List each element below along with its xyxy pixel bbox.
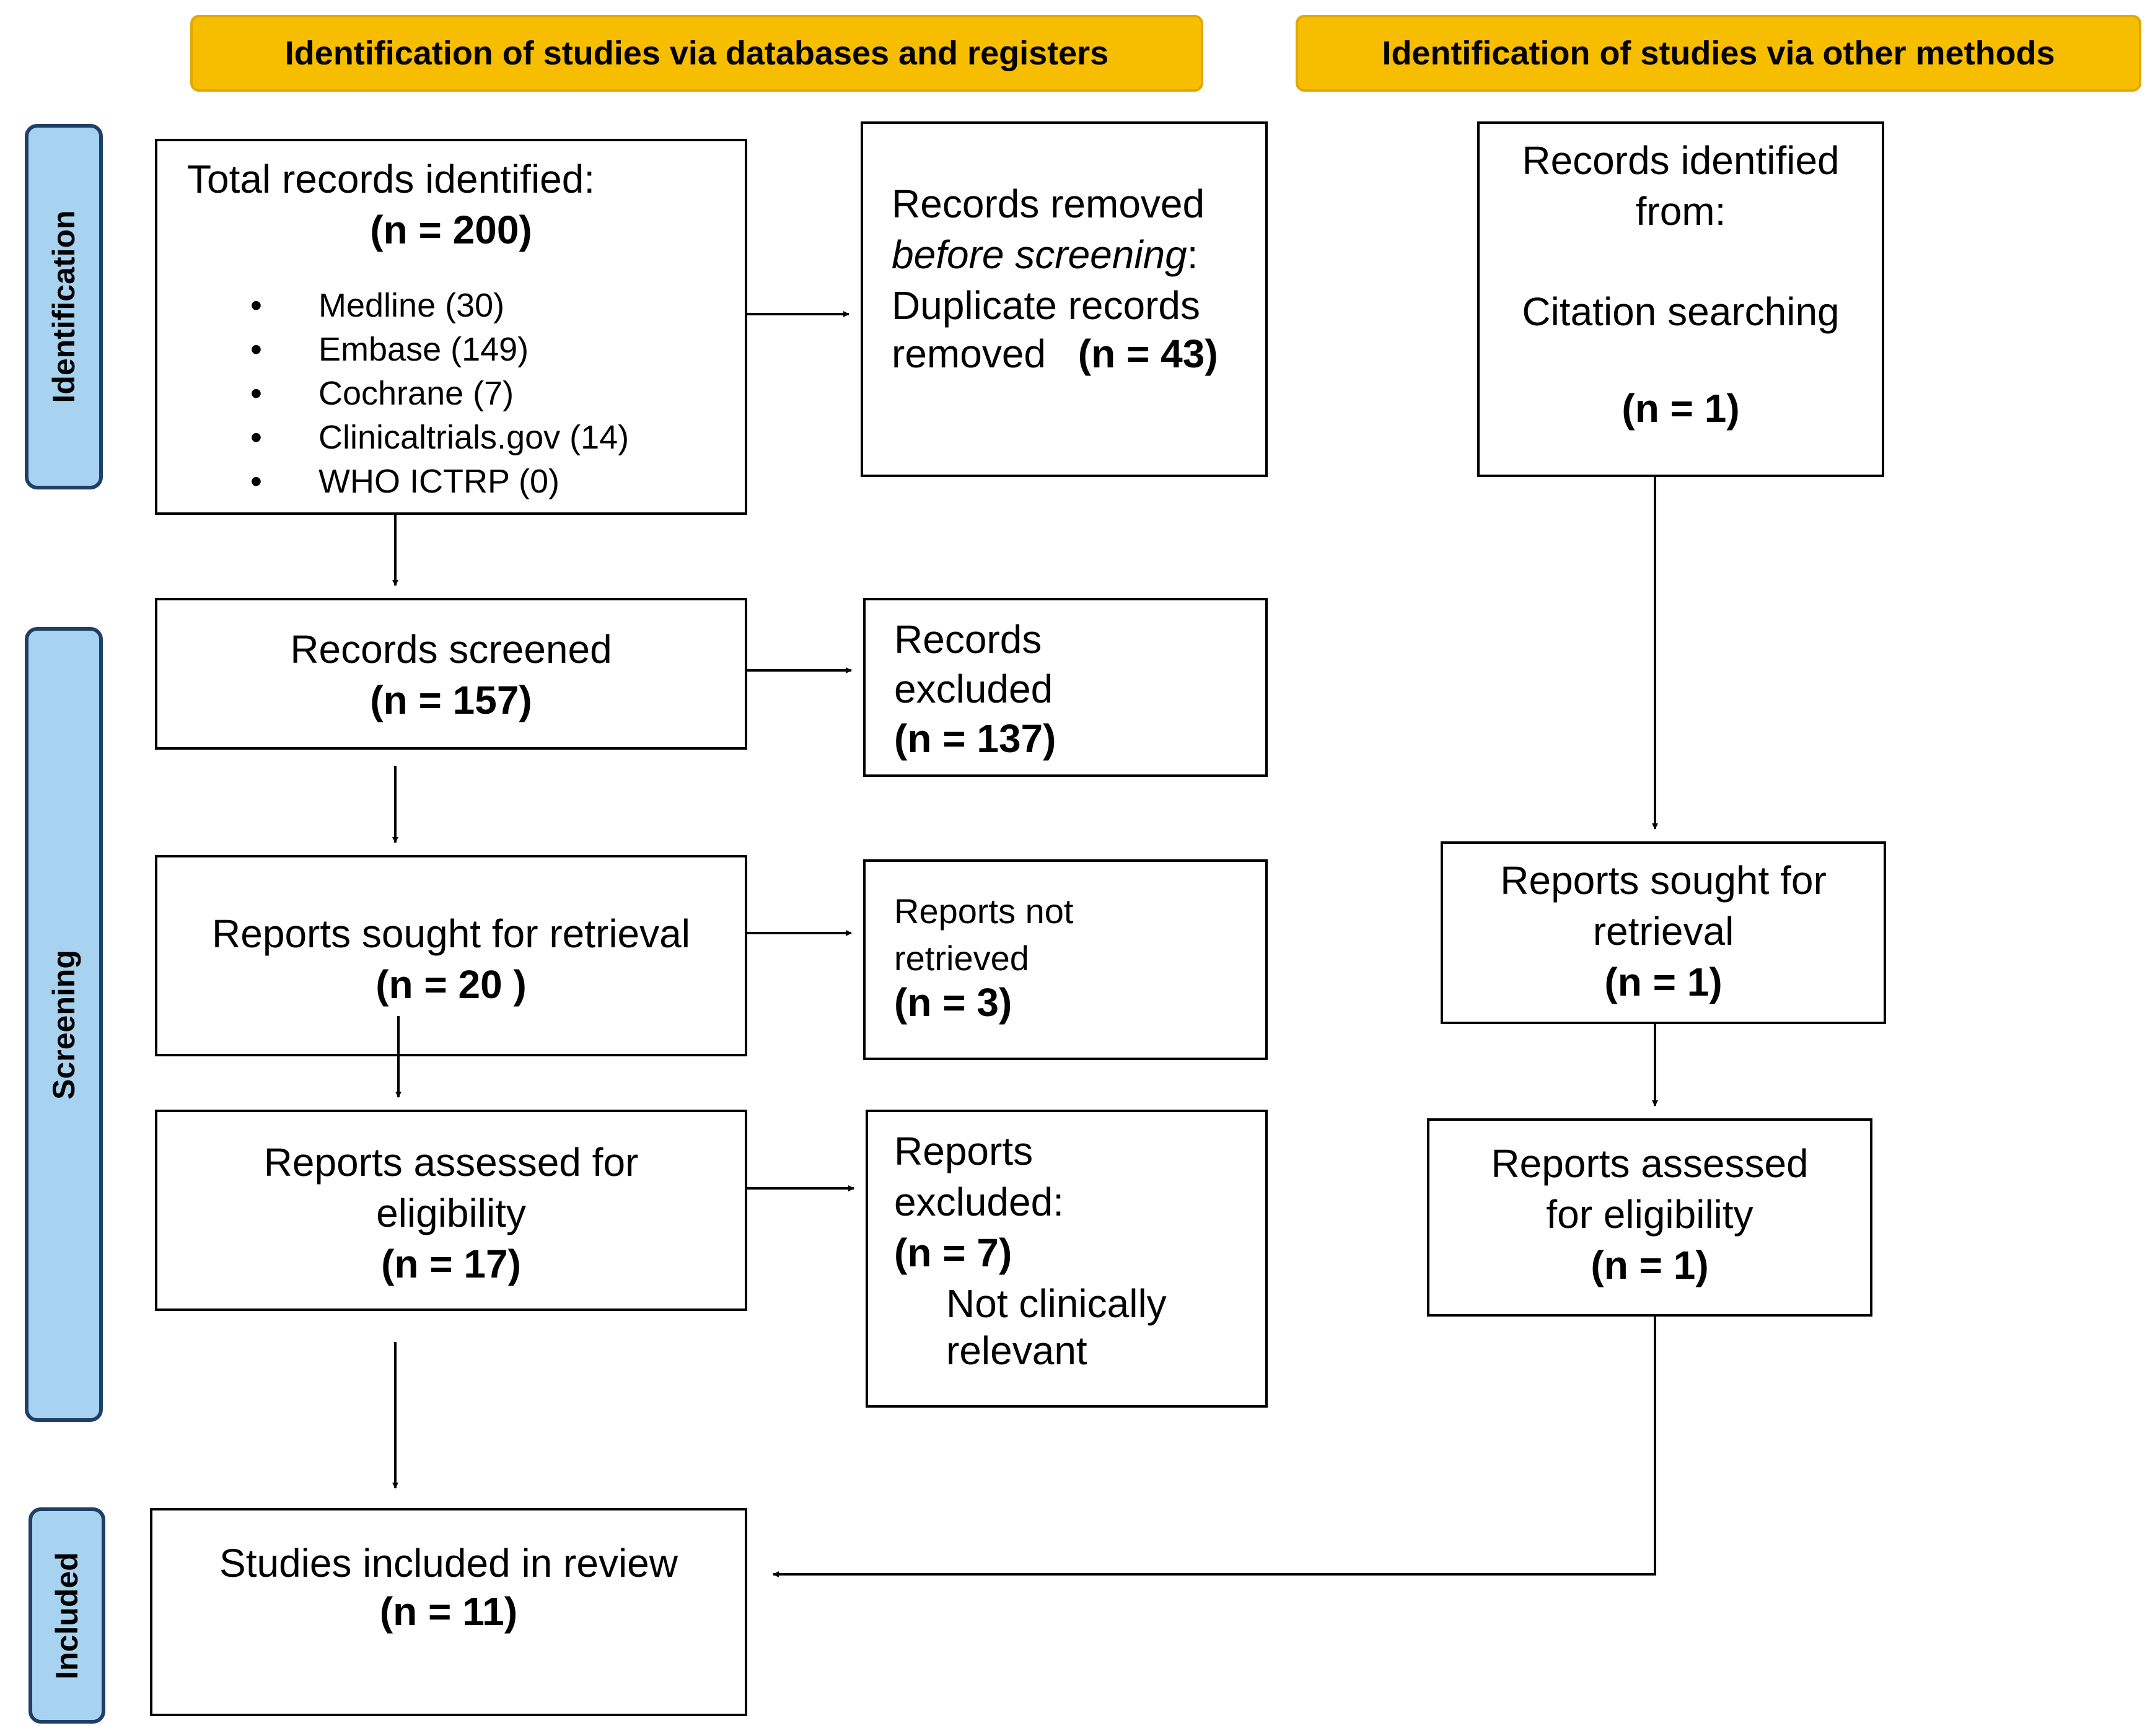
other-sought-line-2: retrieval (1592, 909, 1734, 953)
database-source-list: Medline (30) Embase (149) Cochrane (7) C… (250, 284, 629, 504)
source-item: Embase (149) (250, 328, 629, 372)
reports-not-retrieved-box: Reports not retrieved (n = 3) (863, 859, 1268, 1060)
other-assessed-line-1: Reports assessed (1491, 1141, 1809, 1186)
reports-sought-label: Reports sought for retrieval (212, 911, 690, 956)
reports-assessed-box: Reports assessed for eligibility (n = 17… (155, 1110, 747, 1311)
phase-included: Included (29, 1507, 105, 1724)
header-other-methods: Identification of studies via other meth… (1296, 15, 2141, 92)
reports-sought-box: Reports sought for retrieval (n = 20 ) (155, 855, 747, 1056)
other-sought-count: (n = 1) (1604, 960, 1723, 1004)
header-databases-label: Identification of studies via databases … (284, 35, 1109, 72)
other-reports-assessed-box: Reports assessed for eligibility (n = 1) (1427, 1118, 1872, 1317)
not-retrieved-count: (n = 3) (894, 980, 1012, 1025)
studies-included-box: Studies included in review (n = 11) (150, 1508, 747, 1716)
other-assessed-line-2: for eligibility (1546, 1192, 1753, 1237)
other-identified-line-1: Records identified (1522, 138, 1840, 183)
studies-included-label: Studies included in review (219, 1541, 678, 1585)
reports-excluded-box: Reports excluded: (n = 7) Not clinically… (866, 1110, 1268, 1408)
reports-assessed-label-2: eligibility (376, 1191, 526, 1235)
source-item: Medline (30) (250, 284, 629, 328)
records-removed-colon: : (1187, 232, 1198, 277)
phase-identification: Identification (25, 124, 103, 489)
total-records-count: (n = 200) (370, 208, 532, 252)
header-databases: Identification of studies via databases … (190, 15, 1203, 92)
reports-excluded-line-1: Reports (894, 1129, 1034, 1173)
records-removed-count: (n = 43) (1078, 331, 1218, 376)
source-item: Cochrane (7) (250, 372, 629, 416)
records-excluded-line-1: Records (894, 617, 1042, 662)
other-reports-sought-box: Reports sought for retrieval (n = 1) (1441, 841, 1886, 1024)
reports-excluded-line-2: excluded: (894, 1180, 1064, 1224)
source-item: WHO ICTRP (0) (250, 460, 629, 504)
reports-assessed-label-1: Reports assessed for (263, 1140, 639, 1185)
header-other-label: Identification of studies via other meth… (1382, 35, 2055, 72)
records-excluded-line-2: excluded (894, 667, 1053, 711)
records-removed-line-3: Duplicate records (892, 283, 1200, 328)
records-screened-label: Records screened (290, 627, 612, 672)
source-item: Clinicaltrials.gov (14) (250, 416, 629, 460)
other-identified-line-3: Citation searching (1522, 289, 1840, 334)
reports-sought-count: (n = 20 ) (375, 962, 527, 1007)
reports-excluded-count: (n = 7) (894, 1230, 1012, 1275)
total-records-box: Total records identified: (n = 200) Medl… (155, 139, 747, 515)
other-records-identified-box: Records identified from: Citation search… (1477, 121, 1884, 477)
records-excluded-count: (n = 137) (894, 716, 1056, 761)
other-assessed-count: (n = 1) (1591, 1243, 1709, 1287)
exclusion-reason-line-2: relevant (946, 1328, 1087, 1373)
records-removed-line-4: removed (n = 43) (892, 330, 1218, 378)
records-screened-box: Records screened (n = 157) (155, 598, 747, 750)
other-sought-line-1: Reports sought for (1500, 858, 1827, 903)
before-screening-text: before screening (892, 232, 1187, 277)
total-records-label: Total records identified: (187, 157, 595, 201)
studies-included-count: (n = 11) (379, 1589, 518, 1634)
records-removed-line-2: before screening: (892, 230, 1198, 279)
phase-screening: Screening (25, 627, 103, 1422)
records-removed-word: removed (892, 331, 1046, 376)
records-excluded-box: Records excluded (n = 137) (863, 598, 1268, 777)
records-screened-count: (n = 157) (370, 678, 532, 722)
not-retrieved-line-1: Reports not (894, 892, 1074, 931)
other-identified-line-2: from: (1635, 189, 1726, 234)
records-removed-box: Records removed before screening: Duplic… (861, 121, 1268, 477)
exclusion-reason-line-1: Not clinically (946, 1281, 1167, 1326)
arrow-other-assessed-to-included (773, 1317, 1656, 1577)
reports-assessed-count: (n = 17) (381, 1242, 521, 1286)
not-retrieved-line-2: retrieved (894, 939, 1029, 978)
records-removed-line-1: Records removed (892, 182, 1205, 226)
other-identified-count: (n = 1) (1622, 386, 1740, 431)
